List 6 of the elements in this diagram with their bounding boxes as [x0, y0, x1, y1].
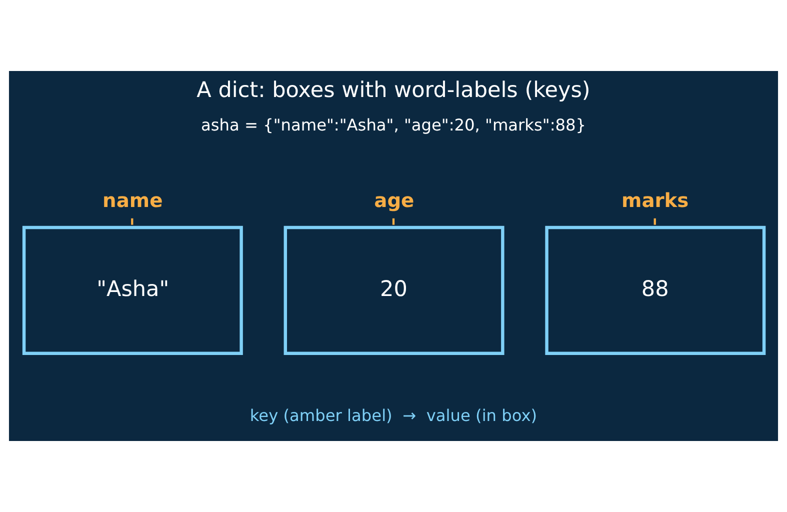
node-label: age: [374, 188, 414, 212]
diagram-title: A dict: boxes with word-labels (keys): [196, 78, 590, 103]
node-label: marks: [622, 188, 689, 212]
label: key (amber label) → value (in box): [250, 406, 538, 426]
node-label: name: [102, 188, 163, 212]
label: asha = {"name":"Asha", "age":20, "marks":88}: [200, 116, 586, 135]
